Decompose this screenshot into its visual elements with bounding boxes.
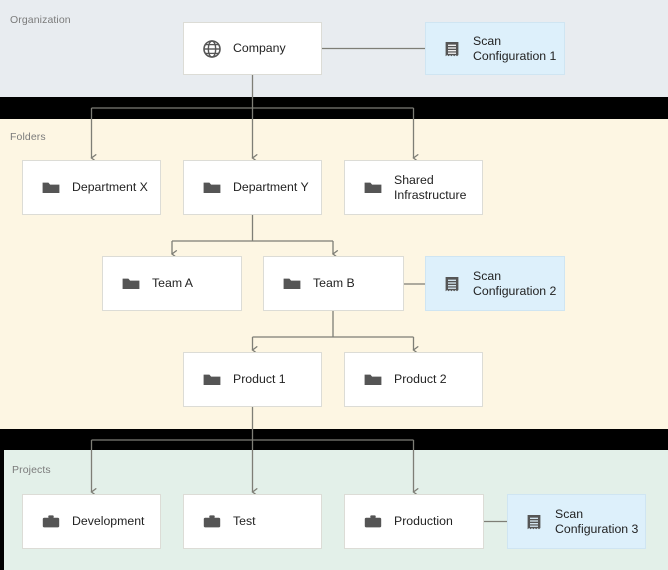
briefcase-icon bbox=[363, 512, 383, 532]
node-product-2-label: Product 2 bbox=[394, 372, 447, 387]
organization-band bbox=[0, 0, 668, 97]
folder-icon bbox=[363, 370, 383, 390]
briefcase-icon bbox=[41, 512, 61, 532]
divider-band-organization-folders bbox=[0, 97, 668, 119]
node-team-a[interactable]: Team A bbox=[102, 256, 242, 311]
node-product-2[interactable]: Product 2 bbox=[344, 352, 483, 407]
briefcase-icon bbox=[202, 512, 222, 532]
divider-band-folders-projects bbox=[0, 429, 668, 450]
folder-icon bbox=[202, 370, 222, 390]
node-shared-infrastructure[interactable]: Shared Infrastructure bbox=[344, 160, 483, 215]
node-department-y[interactable]: Department Y bbox=[183, 160, 322, 215]
node-team-b[interactable]: Team B bbox=[263, 256, 404, 311]
scan-configuration-icon bbox=[442, 39, 462, 59]
node-production[interactable]: Production bbox=[344, 494, 484, 549]
node-company[interactable]: Company bbox=[183, 22, 322, 75]
node-scan-configuration-2-label: Scan Configuration 2 bbox=[473, 269, 557, 298]
node-test[interactable]: Test bbox=[183, 494, 322, 549]
folder-icon bbox=[282, 274, 302, 294]
node-scan-configuration-2[interactable]: Scan Configuration 2 bbox=[425, 256, 565, 311]
scan-configuration-icon bbox=[442, 274, 462, 294]
node-department-x-label: Department X bbox=[72, 180, 148, 195]
node-department-x[interactable]: Department X bbox=[22, 160, 161, 215]
node-company-label: Company bbox=[233, 41, 286, 56]
node-scan-configuration-3[interactable]: Scan Configuration 3 bbox=[507, 494, 646, 549]
globe-icon bbox=[202, 39, 222, 59]
projects-band-label: Projects bbox=[12, 464, 51, 476]
node-product-1-label: Product 1 bbox=[233, 372, 286, 387]
folder-icon bbox=[41, 178, 61, 198]
organization-band-label: Organization bbox=[10, 14, 71, 26]
node-department-y-label: Department Y bbox=[233, 180, 309, 195]
folders-band-label: Folders bbox=[10, 131, 46, 143]
folder-icon bbox=[202, 178, 222, 198]
node-team-a-label: Team A bbox=[152, 276, 194, 291]
node-test-label: Test bbox=[233, 514, 256, 529]
folder-icon bbox=[363, 178, 383, 198]
node-production-label: Production bbox=[394, 514, 453, 529]
node-team-b-label: Team B bbox=[313, 276, 355, 291]
projects-left-edge-strip bbox=[0, 450, 4, 570]
node-product-1[interactable]: Product 1 bbox=[183, 352, 322, 407]
node-development-label: Development bbox=[72, 514, 145, 529]
node-scan-configuration-1[interactable]: Scan Configuration 1 bbox=[425, 22, 565, 75]
scan-configuration-icon bbox=[524, 512, 544, 532]
node-scan-configuration-3-label: Scan Configuration 3 bbox=[555, 507, 639, 536]
folder-icon bbox=[121, 274, 141, 294]
node-scan-configuration-1-label: Scan Configuration 1 bbox=[473, 34, 557, 63]
node-development[interactable]: Development bbox=[22, 494, 161, 549]
node-shared-infrastructure-label: Shared Infrastructure bbox=[394, 173, 467, 202]
